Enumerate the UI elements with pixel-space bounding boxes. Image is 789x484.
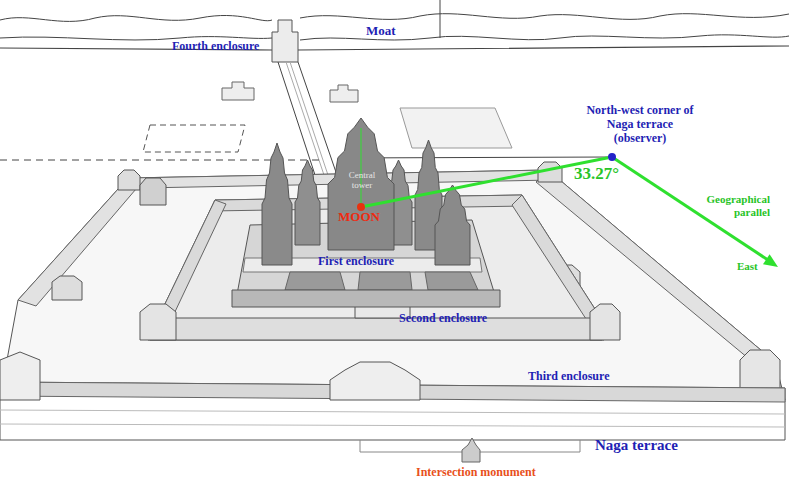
side-pavilion (52, 276, 82, 300)
dashed-outline (143, 125, 245, 152)
gallery (232, 290, 500, 307)
moon-label: MOON (338, 209, 380, 224)
direction-label: East (737, 260, 758, 273)
area-label: First enclosure (318, 255, 394, 269)
intersection-monument (462, 438, 480, 462)
library-building (222, 82, 254, 100)
area-label: Naga terrace (595, 437, 678, 454)
east-arrow-head (763, 254, 778, 267)
corner-pavilion (118, 170, 140, 190)
corner-pavilion (140, 304, 176, 340)
gallery (512, 195, 602, 322)
gallery (148, 318, 604, 340)
stairs (358, 272, 412, 290)
tower (262, 143, 292, 265)
library-building (330, 85, 358, 102)
tower (295, 160, 320, 245)
observer-label: North-west corner of Naga terrace (obser… (584, 103, 696, 145)
corner-pavilion (590, 304, 620, 340)
stairs (285, 272, 345, 290)
west-gate (272, 20, 298, 62)
central-tower (328, 118, 394, 250)
corner-pavilion (538, 162, 562, 182)
corner-pavilion (140, 178, 166, 205)
area-label: Third enclosure (528, 370, 609, 384)
area-label: Fourth enclosure (172, 40, 259, 54)
tower (435, 185, 470, 265)
monument-label: Intersection monument (416, 466, 536, 480)
area-label: Second enclosure (399, 312, 487, 326)
entrance-gopura (330, 362, 420, 400)
moon-point: MOON (357, 203, 365, 211)
area-label: Moat (366, 24, 396, 39)
moat-line (440, 0, 441, 38)
sight-line (365, 158, 608, 206)
direction-label: Geographical parallel (688, 193, 770, 219)
fourth-enclosure-wall (0, 46, 789, 50)
angle-value: 33.27° (574, 164, 619, 184)
observer-point: North-west corner of Naga terrace (obser… (608, 153, 616, 161)
stairs (425, 272, 478, 290)
corner-pavilion (0, 352, 40, 400)
tower-leader-line (361, 128, 362, 203)
gallery-detail (0, 410, 785, 427)
tower-label: Central tower (342, 170, 382, 190)
pond-outline (400, 108, 512, 148)
gallery (18, 178, 142, 306)
moat-outline (0, 14, 789, 22)
